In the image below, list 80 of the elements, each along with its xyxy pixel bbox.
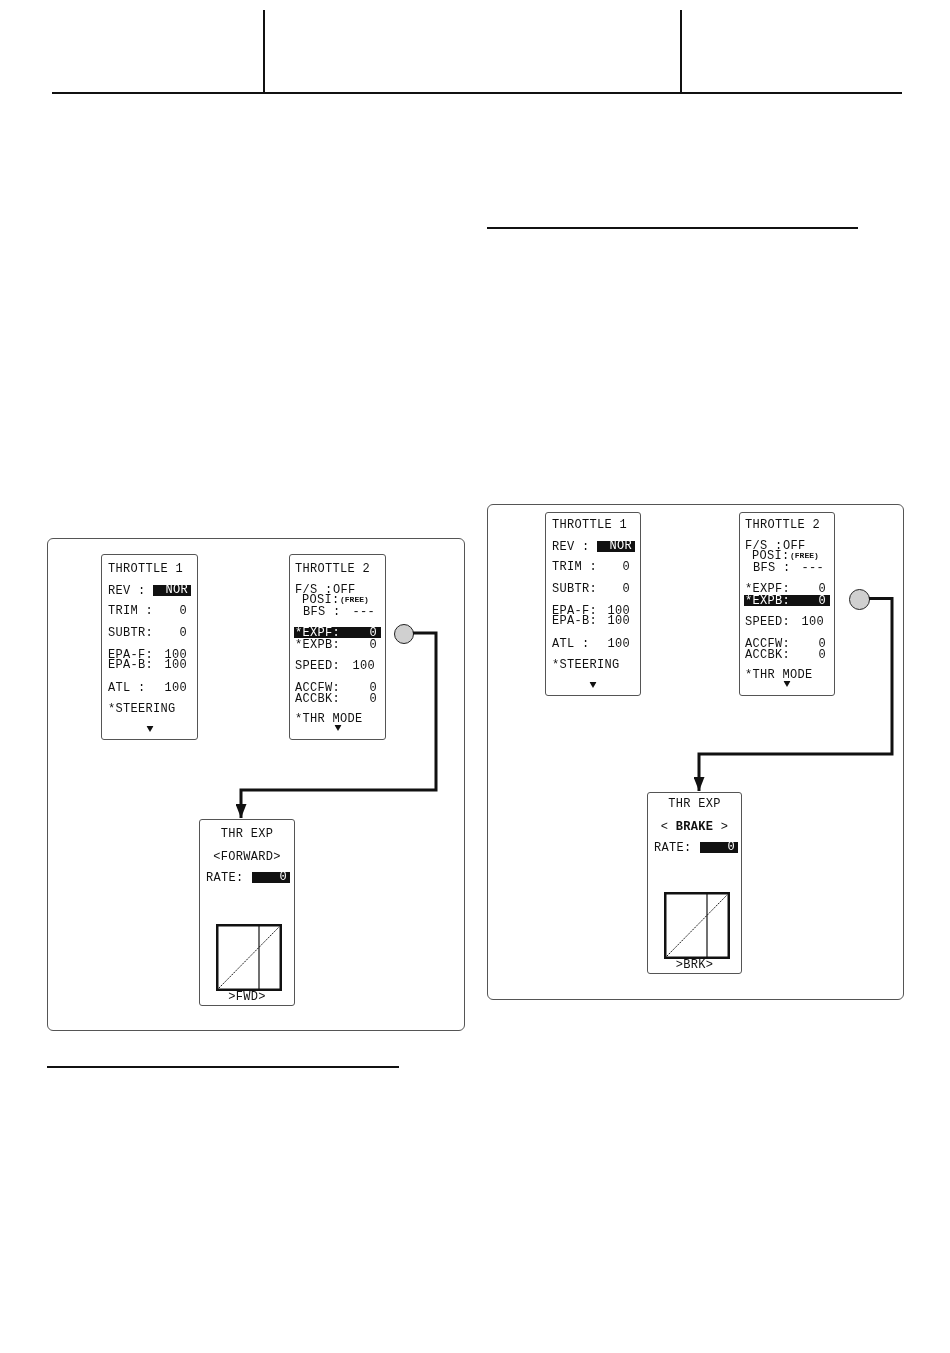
setting-label: ACCBK: (745, 650, 790, 660)
setting-label: SUBTR: (552, 584, 597, 594)
setting-label: TRIM : (108, 606, 153, 616)
setting-value: (FREE) (790, 551, 819, 561)
setting-label: SUBTR: (108, 628, 153, 638)
lcd-screen (545, 512, 641, 696)
setting-label: EPA-B: (108, 660, 153, 670)
setting-value: OFF (333, 585, 356, 595)
setting-label: ACCBK: (295, 694, 340, 704)
setting-value: 0 (818, 639, 826, 649)
lcd-screen (647, 792, 742, 974)
setting-label: EPA-B: (552, 616, 597, 626)
arrow (235, 631, 438, 818)
setting-label: POSI: (752, 551, 790, 561)
setting-value: 100 (164, 660, 187, 670)
setting-value: 100 (607, 616, 630, 626)
setting-label: *EXPF: (745, 584, 790, 594)
screen-title: THROTTLE 1 (108, 564, 183, 574)
setting-label: ATL : (108, 683, 146, 693)
screen-title: THROTTLE 2 (745, 520, 820, 530)
setting-label: RATE: (206, 873, 244, 883)
graph-caption: >BRK> (675, 960, 714, 970)
setting-value: 100 (801, 617, 824, 627)
setting-value: OFF (783, 541, 806, 551)
mode-label: <FORWARD> (213, 852, 281, 862)
setting-label: *STEERING (552, 660, 620, 670)
setting-value: 0 (179, 628, 187, 638)
setting-value: 0 (179, 606, 187, 616)
setting-value: 0 (818, 596, 826, 606)
setting-value: 0 (369, 683, 377, 693)
screen-title: THR EXP (668, 799, 721, 809)
setting-value: --- (352, 607, 375, 617)
screen-title: THROTTLE 1 (552, 520, 627, 530)
setting-value: 0 (818, 584, 826, 594)
lcd-screen (289, 554, 386, 740)
setting-label: SPEED: (295, 661, 340, 671)
setting-label: BFS : (753, 563, 791, 573)
screen-title: THR EXP (220, 829, 274, 839)
setting-label: EPA-F: (552, 606, 597, 616)
setting-value: 100 (352, 661, 375, 671)
setting-label: BFS : (303, 607, 341, 617)
graph-caption: >FWD> (228, 992, 266, 1002)
setting-label: RATE: (654, 843, 692, 853)
lcd-screen (199, 819, 295, 1006)
setting-label: TRIM : (552, 562, 597, 572)
setting-value: 0 (369, 640, 377, 650)
lcd-screen (101, 554, 198, 740)
setting-label: SPEED: (745, 617, 790, 627)
figure-panel (47, 538, 465, 1031)
setting-label: *EXPB: (295, 640, 340, 650)
setting-label: ACCFW: (295, 683, 340, 693)
setting-label: REV : (552, 542, 590, 552)
setting-label: POSI: (302, 595, 340, 605)
setting-value: 0 (622, 584, 630, 594)
setting-label: F/S : (295, 585, 333, 595)
setting-label: *EXPB: (745, 596, 790, 606)
setting-value: --- (801, 563, 824, 573)
setting-label: EPA-F: (108, 650, 153, 660)
setting-value: 0 (818, 650, 826, 660)
setting-label: *STEERING (108, 704, 176, 714)
setting-label: REV : (108, 586, 146, 596)
setting-value: 0 (369, 628, 377, 638)
setting-value: 0 (369, 694, 377, 704)
setting-value: 100 (164, 683, 187, 693)
setting-value: 100 (164, 650, 187, 660)
setting-label: *THR MODE (295, 714, 363, 724)
mode-label: < BRAKE > (660, 822, 729, 832)
setting-label: ATL : (552, 639, 590, 649)
setting-value: 0 (622, 562, 630, 572)
setting-value: (FREE) (340, 595, 369, 605)
figure-panel (487, 504, 904, 1000)
setting-value: 100 (607, 639, 630, 649)
setting-label: *EXPF: (295, 628, 340, 638)
setting-label: ACCFW: (745, 639, 790, 649)
setting-label: *THR MODE (745, 670, 813, 680)
setting-label: F/S : (745, 541, 783, 551)
screen-title: THROTTLE 2 (295, 564, 370, 574)
setting-value: 100 (607, 606, 630, 616)
lcd-screen (739, 512, 835, 696)
arrow (693, 597, 894, 791)
